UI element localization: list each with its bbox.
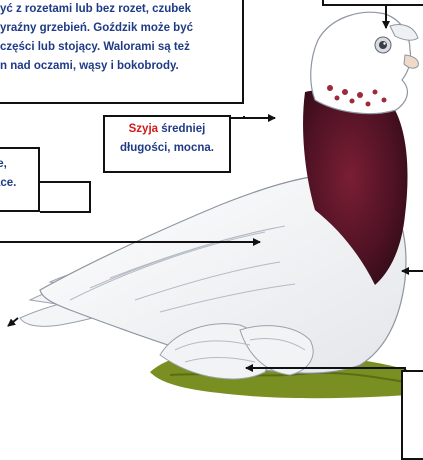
left-line-2: ące.	[0, 174, 36, 193]
neck-highlight: Szyja	[129, 123, 158, 135]
left-description-box: ie, ące.	[0, 147, 40, 212]
arrow-to-box-left	[40, 182, 90, 212]
head-description-box: yć z rozetami lub bez rozet, czubek yraź…	[0, 0, 244, 104]
head-line-1: yć z rozetami lub bez rozet, czubek	[0, 0, 242, 19]
head-line-2: yraźny grzebień. Goździk może być	[0, 19, 242, 38]
arrow-tail	[8, 318, 18, 326]
neck-description-box: Szyja średniej długości, mocna.	[103, 115, 231, 173]
pigeon-beak	[404, 55, 418, 68]
neck-line-1: średniej	[158, 123, 205, 135]
neck-line-2: długości, mocna.	[105, 139, 229, 158]
top-right-description-box	[322, 0, 423, 6]
head-line-4: n nad oczami, wąsy i bokobrody.	[0, 57, 242, 76]
head-line-3: części lub stojący. Walorami są też	[0, 38, 242, 57]
eye-icon	[375, 37, 391, 53]
left-line-1: ie,	[0, 155, 36, 174]
